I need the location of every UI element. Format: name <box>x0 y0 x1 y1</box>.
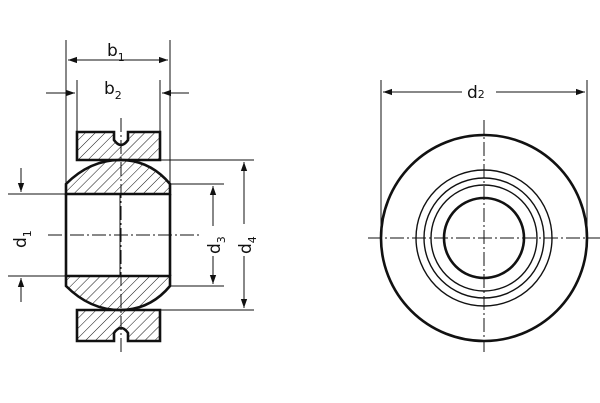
label-d1: d1 <box>11 230 34 248</box>
front-view: d2 <box>368 80 600 352</box>
outer-circle <box>379 133 589 343</box>
section-view: b1 b2 d1 d3 d4 <box>8 40 259 352</box>
label-b1: b1 <box>107 41 125 64</box>
label-b2: b2 <box>104 79 122 102</box>
bore-circle <box>442 196 526 280</box>
label-d3: d3 <box>205 236 228 254</box>
inner-ring-lower <box>64 274 172 312</box>
inner-ring-upper <box>64 158 172 196</box>
label-d2: d2 <box>467 83 485 103</box>
outer-ring-lower <box>75 308 162 343</box>
outer-ring-upper <box>75 130 162 162</box>
label-d4: d4 <box>236 236 259 254</box>
